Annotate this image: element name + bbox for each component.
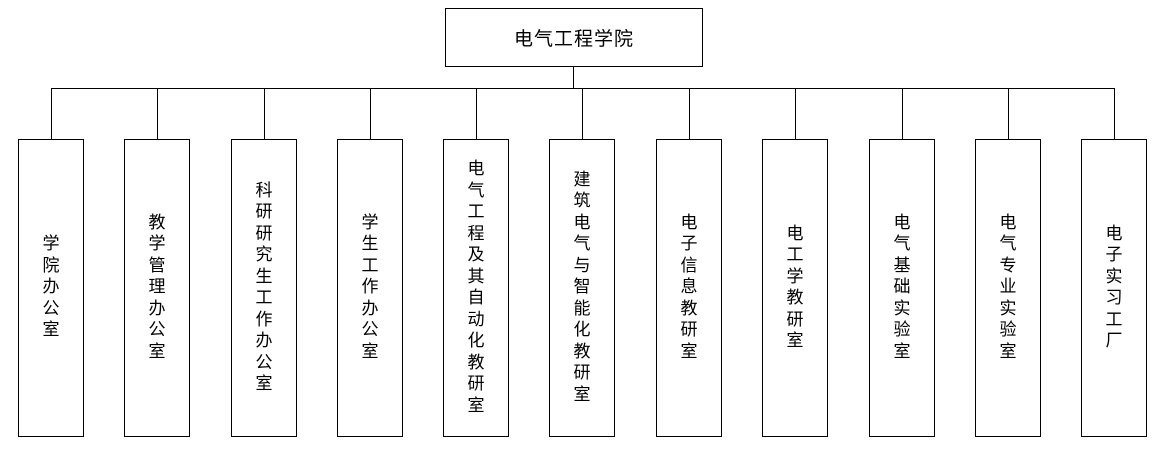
department-node-label: 建筑电气与智能化教研室 <box>573 169 591 405</box>
drop-line <box>51 88 53 139</box>
drop-line <box>157 88 159 139</box>
drop-line <box>582 88 584 139</box>
department-node: 学生工作办公室 <box>337 139 403 437</box>
drop-line <box>1114 88 1116 139</box>
drop-line <box>689 88 691 139</box>
department-node: 电气专业实验室 <box>975 139 1041 437</box>
root-node-label: 电气工程学院 <box>513 28 634 50</box>
root-connector-line <box>573 67 575 88</box>
department-node-label: 电工学教研室 <box>786 223 804 352</box>
drop-line <box>264 88 266 139</box>
department-node: 电工学教研室 <box>762 139 828 437</box>
root-node: 电气工程学院 <box>445 8 703 67</box>
department-node-label: 电子信息教研室 <box>680 212 698 362</box>
department-node-label: 电气基础实验室 <box>893 212 911 362</box>
department-node-label: 电子实习工厂 <box>1105 223 1123 352</box>
department-node-label: 科研研究生工作办公室 <box>255 180 273 395</box>
department-node-label: 电气工程及其自动化教研室 <box>467 159 485 416</box>
department-node-label: 学院办公室 <box>42 234 60 341</box>
department-node: 学院办公室 <box>18 139 84 437</box>
department-node: 教学管理办公室 <box>124 139 190 437</box>
drop-line <box>902 88 904 139</box>
drop-line <box>370 88 372 139</box>
drop-line <box>476 88 478 139</box>
department-node: 科研研究生工作办公室 <box>231 139 297 437</box>
drop-line <box>795 88 797 139</box>
department-node-label: 学生工作办公室 <box>361 212 379 362</box>
department-node: 电气工程及其自动化教研室 <box>443 139 509 437</box>
department-node: 电子实习工厂 <box>1081 139 1147 437</box>
department-node-label: 教学管理办公室 <box>148 212 166 362</box>
department-node: 电气基础实验室 <box>869 139 935 437</box>
department-node: 建筑电气与智能化教研室 <box>549 139 615 437</box>
department-node: 电子信息教研室 <box>656 139 722 437</box>
drop-line <box>1008 88 1010 139</box>
department-node-label: 电气专业实验室 <box>999 212 1017 362</box>
